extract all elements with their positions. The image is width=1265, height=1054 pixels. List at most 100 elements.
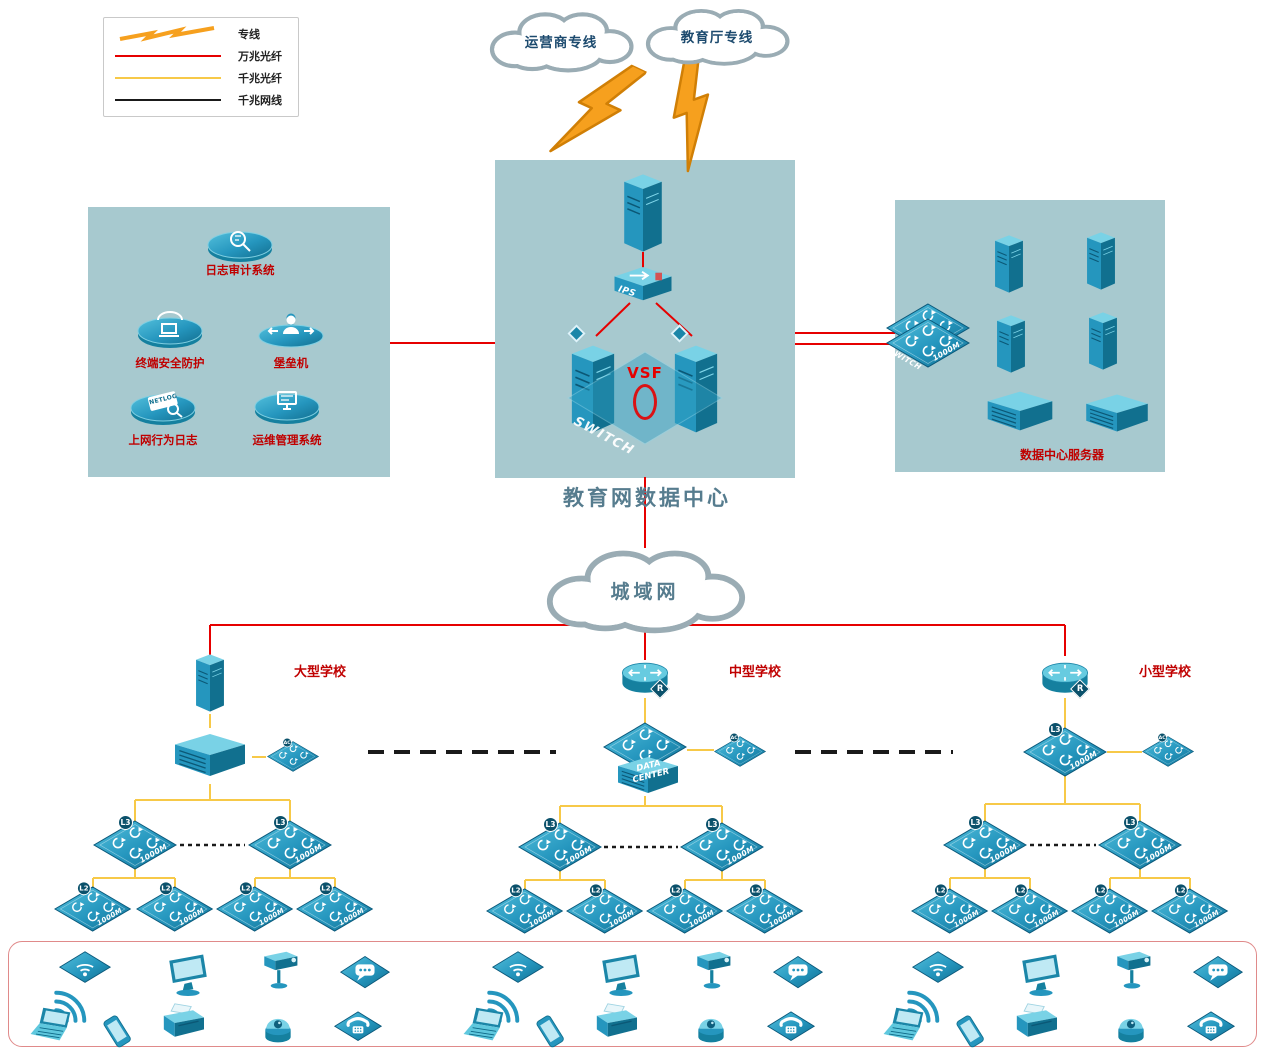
medium-school-router: R [617, 658, 673, 702]
l2-switch: L2 SWITCH 1000M [54, 881, 131, 935]
isp-cloud: 运营商专线 [482, 6, 640, 76]
desk-phone-icon [1186, 1010, 1236, 1046]
edu-cloud: 教育厅专线 [638, 3, 796, 69]
l2-badge: L2 [669, 883, 683, 898]
laptop-icon [881, 1006, 935, 1044]
l3-badge: L3 [1048, 722, 1063, 737]
legend-row-10g-fiber: 万兆光纤 [112, 46, 290, 66]
l2-badge: L2 [1174, 883, 1188, 898]
dome-camera-icon [1112, 1008, 1150, 1046]
l2-switch: L2 SWITCH 1000M [726, 883, 803, 937]
netlog-label: 上网行为日志 [128, 433, 198, 447]
l3-badge: L3 [543, 817, 558, 832]
medium-datacenter-box: DATA CENTER [612, 752, 684, 802]
datacenter-title: 教育网数据中心 [563, 485, 731, 510]
l3-switch: L3 SWITCH 1000M [943, 815, 1027, 874]
l3-switch: L3 SWITCH 1000M [680, 817, 764, 876]
l3-badge: L3 [118, 815, 133, 830]
ptz-camera-icon [1108, 949, 1156, 995]
l2-badge: L2 [77, 881, 91, 896]
l2-badge: L2 [1094, 883, 1108, 898]
l3-switch: L3 SWITCH 1000M [248, 815, 332, 874]
ac-badge: AC [729, 732, 739, 743]
ops-management-label: 运维管理系统 [252, 433, 322, 447]
l2-switch: L2 SWITCH 1000M [991, 883, 1068, 937]
desktop-monitor-icon [163, 952, 213, 998]
log-audit-label: 日志审计系统 [205, 263, 275, 277]
legend-label: 专线 [238, 28, 260, 41]
vsf-label: VSF [627, 364, 663, 382]
l2-badge: L2 [589, 883, 603, 898]
ac-badge: AC [1157, 732, 1167, 743]
smartphone-icon [97, 1014, 137, 1050]
large-school-firewall [188, 652, 232, 718]
bastion-host-icon [256, 305, 326, 349]
desk-phone-icon [333, 1010, 383, 1046]
legend-row-1g-cable: 千兆网线 [112, 90, 290, 110]
laptop-icon [28, 1006, 82, 1044]
small-core-switch: L3 SWITCH 1000M [1023, 722, 1107, 781]
laptop-icon [461, 1006, 515, 1044]
l2-badge: L2 [509, 883, 523, 898]
l2-switch: L2 SWITCH 1000M [566, 883, 643, 937]
l2-switch: L2 SWITCH 1000M [136, 881, 213, 935]
red-line-swatch [112, 55, 224, 57]
legend-row-dedicated-line: 专线 [112, 24, 290, 44]
l3-badge: L3 [1123, 815, 1138, 830]
l3-switch: L3 SWITCH 1000M [93, 815, 177, 874]
yellow-line-swatch [112, 77, 224, 79]
l2-switch: L2 SWITCH 1000M [486, 883, 563, 937]
l2-switch: L2 SWITCH 1000M [216, 881, 293, 935]
firewall-icon [619, 170, 667, 256]
dome-camera-icon [692, 1008, 730, 1046]
ptz-camera-icon [688, 949, 736, 995]
black-line-swatch [112, 98, 224, 102]
dome-camera-icon [259, 1008, 297, 1046]
server-farm-switch: SWITCH 1000M [886, 318, 970, 372]
l3-badge: L3 [705, 817, 720, 832]
l2-badge: L2 [319, 881, 333, 896]
ac-controller: AC [1142, 732, 1194, 767]
l2-switch: L2 SWITCH 1000M [646, 883, 723, 937]
man-cloud-label: 城域网 [610, 580, 680, 603]
l2-badge: L2 [1014, 883, 1028, 898]
ops-management-icon [252, 381, 322, 425]
dc-server [1078, 230, 1124, 296]
l2-badge: L2 [239, 881, 253, 896]
ac-badge: AC [282, 737, 292, 748]
chat-terminal-icon [772, 954, 824, 992]
legend-label: 万兆光纤 [238, 50, 282, 63]
ac-controller: AC [267, 737, 319, 772]
dc-server [988, 313, 1034, 379]
smartphone-icon [950, 1014, 990, 1050]
dc-rack-server [1074, 393, 1160, 437]
terminal-security-icon [135, 305, 205, 349]
l2-badge: L2 [934, 883, 948, 898]
printer-icon [1011, 1002, 1061, 1044]
l2-badge: L2 [159, 881, 173, 896]
netlog-icon: NETLOG [128, 382, 198, 426]
dc-server [1080, 310, 1126, 376]
l3-badge: L3 [273, 815, 288, 830]
lightning-line-icon [112, 26, 224, 42]
medium-school-label: 中型学校 [728, 665, 782, 680]
large-school-label: 大型学校 [293, 665, 347, 680]
server-panel-title: 数据中心服务器 [1019, 448, 1105, 462]
wifi-ap-icon [910, 950, 966, 986]
chat-terminal-icon [1192, 954, 1244, 992]
l3-switch: L3 SWITCH 1000M [518, 817, 602, 876]
printer-icon [591, 1002, 641, 1044]
ptz-camera-icon [255, 949, 303, 995]
l2-switch: L2 SWITCH 1000M [296, 881, 373, 935]
l2-switch: L2 SWITCH 1000M [1071, 883, 1148, 937]
large-school-core-chassis [168, 726, 252, 788]
man-cloud: 城域网 [536, 542, 754, 638]
vsf-virtual-switch: VSF SWITCH [566, 350, 724, 459]
legend-label: 千兆光纤 [238, 72, 282, 85]
l3-badge: L3 [968, 815, 983, 830]
desktop-monitor-icon [596, 952, 646, 998]
legend-row-1g-fiber: 千兆光纤 [112, 68, 290, 88]
ips-icon [605, 264, 681, 308]
isp-cloud-label: 运营商专线 [524, 35, 598, 51]
